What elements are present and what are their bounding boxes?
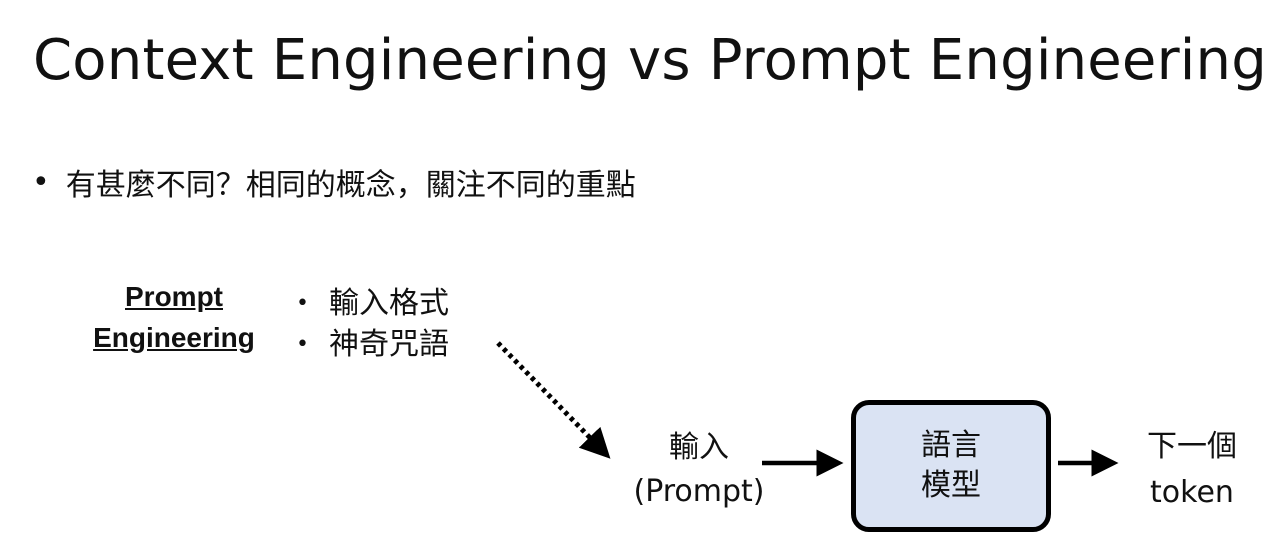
prompt-engineering-label: Prompt Engineering	[86, 276, 262, 358]
input-label-line1: 輸入	[669, 430, 729, 465]
input-label-line2: (Prompt)	[633, 474, 765, 509]
list-item: • 輸入格式	[296, 283, 449, 324]
output-label: 下一個 token	[1132, 424, 1252, 516]
main-bullet-text: 有甚麼不同？相同的概念，關注不同的重點	[65, 168, 636, 203]
language-model-box: 語言 模型	[851, 400, 1051, 532]
prompt-engineering-label-line2: Engineering	[93, 322, 255, 353]
slide-title: Context Engineering vs Prompt Engineerin…	[33, 28, 1265, 93]
model-label-line2: 模型	[921, 468, 981, 503]
main-bullet: • 有甚麼不同？相同的概念，關注不同的重點	[32, 160, 636, 204]
dotted-arrow	[496, 341, 611, 459]
prompt-engineering-items: • 輸入格式 • 神奇咒語	[296, 283, 449, 365]
output-label-line2: token	[1150, 475, 1234, 510]
prompt-engineering-label-line1: Prompt	[125, 281, 223, 312]
list-item: • 神奇咒語	[296, 324, 449, 365]
bullet-dot: •	[32, 164, 50, 200]
model-label-line1: 語言	[921, 428, 981, 463]
bullet-dot: •	[296, 291, 309, 316]
bullet-dot: •	[296, 332, 309, 357]
output-label-line1: 下一個	[1147, 429, 1237, 464]
input-label: 輸入 (Prompt)	[618, 426, 780, 514]
item-text: 輸入格式	[328, 286, 449, 321]
item-text: 神奇咒語	[328, 327, 449, 362]
